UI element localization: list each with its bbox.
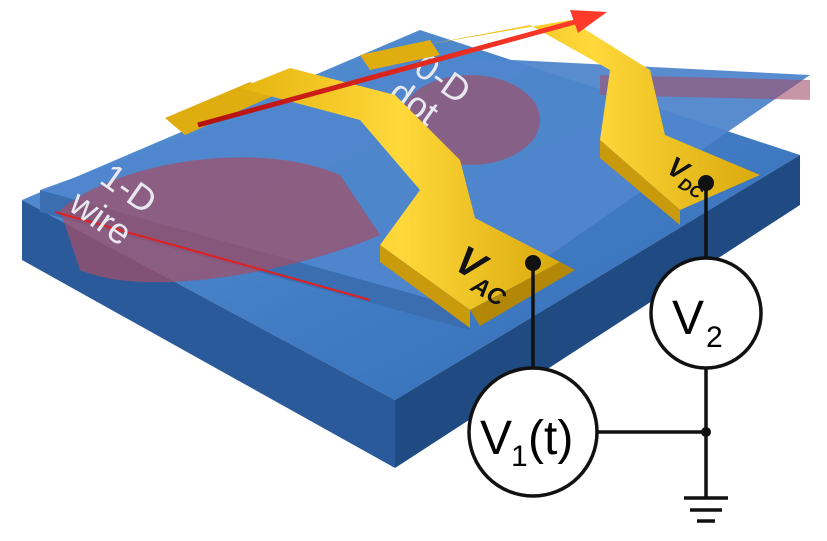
gate-dc [360, 20, 760, 225]
meter-v1-suffix: (t) [528, 412, 573, 465]
wire-region: 1-D wire [54, 155, 380, 301]
gate-ac [165, 68, 575, 328]
meter-v2: V 2 [649, 256, 763, 370]
gate-dc-contact [698, 175, 714, 191]
electron-path-arrow [197, 10, 607, 128]
meter-v2-subscript: 2 [706, 321, 723, 354]
gate-ac-contact [525, 255, 541, 271]
meter-v2-label: V [672, 292, 704, 345]
meter-v1-subscript: 1 [511, 440, 528, 473]
junction-node [701, 427, 711, 437]
meter-v1: V 1 (t) [467, 366, 599, 498]
meter-v1-label: V [480, 412, 512, 465]
